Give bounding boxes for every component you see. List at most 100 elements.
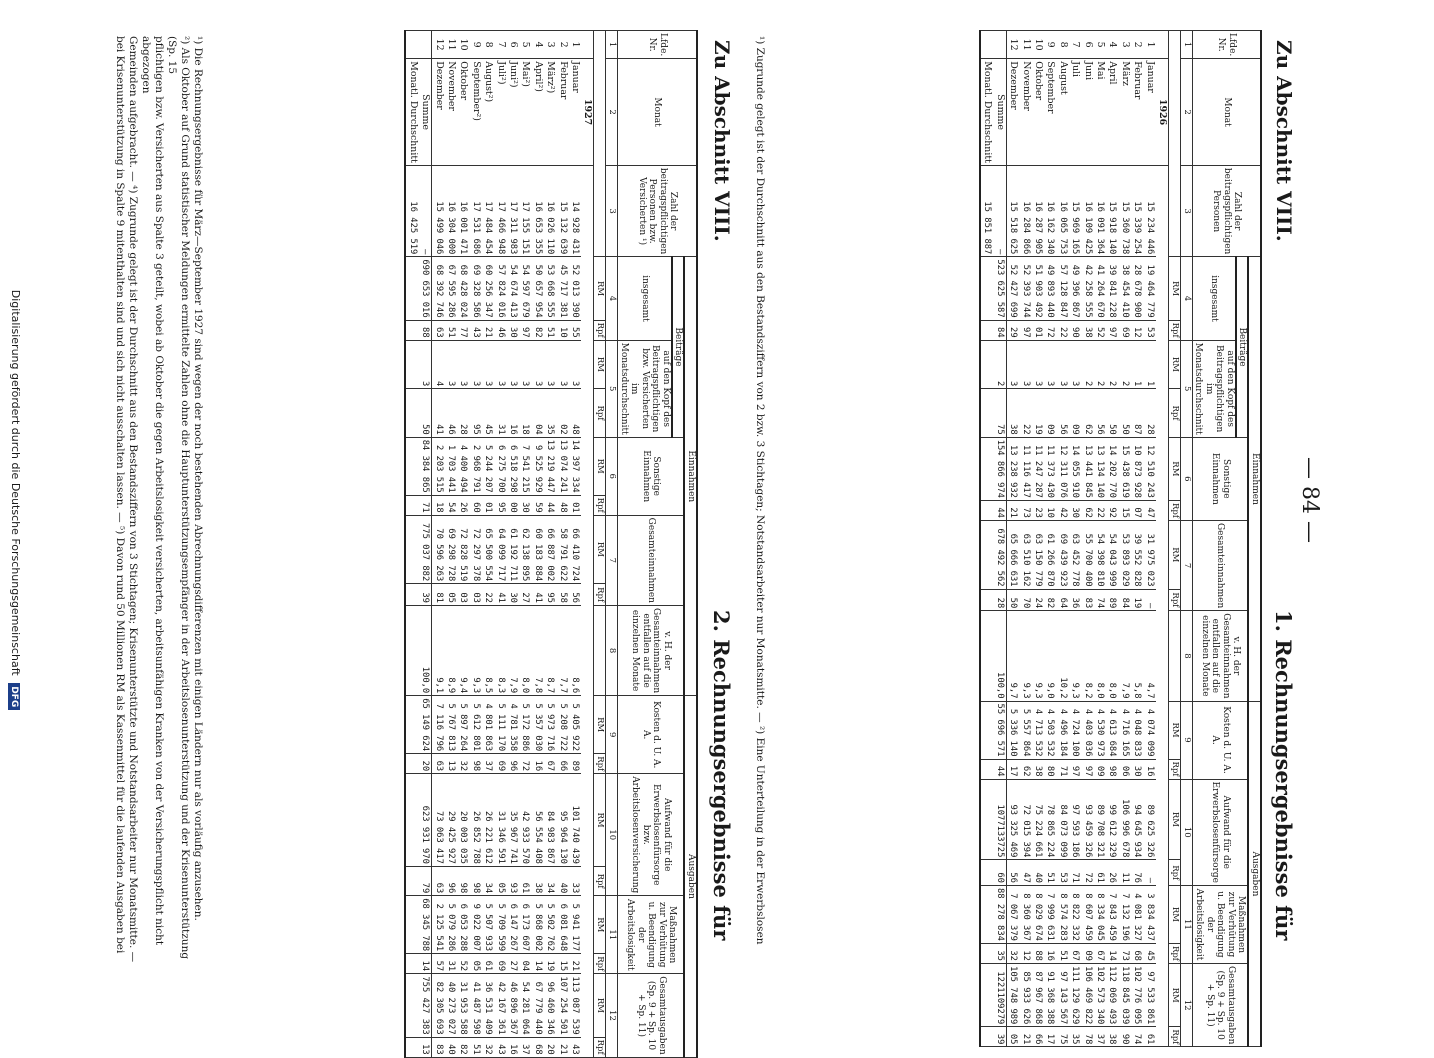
unit-rpf: Rpf [594, 495, 606, 516]
cell-ins-rm: 57 128 847 [1056, 256, 1069, 321]
cell-mass-rm: 4 081 327 [1130, 885, 1144, 944]
cell-kopf-pf: 35 [543, 388, 557, 438]
row-month: August²) [481, 58, 495, 166]
cell-zahl: 16 287 905 [1031, 165, 1044, 257]
cell-kost-rm: 4 781 358 [506, 695, 520, 754]
cell-pct: 8,5 [481, 605, 495, 696]
avg-blank [405, 1037, 419, 1058]
cell-kost-rm: 4 530 973 [1093, 701, 1106, 759]
col-beitraege: Beiträge [1236, 256, 1249, 438]
cell-erw-rm: 93 459 326 [1081, 779, 1094, 860]
cell-erw-rm: 26 221 612 [481, 773, 495, 867]
row-number: 9 [1043, 30, 1057, 59]
unit-rm: RM [594, 437, 606, 496]
cell-kopf-pf: 50 [1105, 388, 1119, 438]
cell-ges-pf: 24 [1031, 589, 1044, 611]
col-massnahmen: Maßnahmen zur Verhütung u. Beendigung de… [618, 895, 685, 974]
cell-sonst-rm: 1 703 441 [444, 437, 458, 496]
cell-ges-rm: 54 398 810 [1093, 520, 1106, 590]
cell-ges-rm: 63 452 778 [1068, 520, 1082, 590]
cell-erw-pf: 47 [1019, 859, 1032, 886]
unit-rpf: Rpf [594, 1037, 606, 1058]
column-number: 7 [1180, 520, 1193, 611]
cell-kopf-pf: 02 [556, 388, 569, 438]
cell-sonst-rm: 15 438 619 [1118, 437, 1131, 501]
cell-sonst-pf: 07 [1130, 500, 1144, 521]
sum-zahl: — [418, 165, 432, 257]
avg-blank [979, 610, 994, 702]
unit-rm: RM [1168, 256, 1181, 321]
cell-erw-pf: 93 [506, 866, 520, 896]
cell-ins-rm: 41 264 670 [1093, 256, 1106, 321]
cell-kopf-rm: 3 [1043, 340, 1057, 389]
sum-pct: 100,0 [993, 610, 1007, 702]
cell-ins-rm: 57 824 016 [494, 256, 507, 321]
cell-ges-rm: 63 510 162 [1019, 520, 1032, 590]
row-month: Juli [1068, 58, 1082, 166]
row-month: März²) [543, 58, 557, 166]
unit-rpf: Rpf [594, 866, 606, 896]
cell-mass-pf: 04 [519, 953, 532, 974]
cell-ges-a-rm: 107 254 501 [556, 973, 569, 1038]
cell-sonst-pf: 00 [506, 495, 520, 516]
cell-kost-pf: 63 [431, 753, 445, 774]
cell-ins-pf: 72 [1043, 320, 1057, 341]
cell-ges-rm: 58 791 622 [556, 515, 569, 584]
col-sonstige: Sonstige Einnahmen [1192, 437, 1249, 521]
cell-zahl: 14 928 431 [568, 165, 582, 257]
cell-sonst-rm: 5 244 207 [481, 437, 495, 496]
footnote-line: ¹) Die Rechnungsergebnisse für März—Sept… [192, 36, 204, 921]
cell-erw-rm: 75 224 661 [1031, 779, 1044, 860]
cell-kost-pf: 17 [1006, 759, 1020, 779]
column-number: 3 [1180, 165, 1193, 257]
cell-mass-pf: 09 [1081, 943, 1094, 964]
cell-pct: 9,0 [1043, 610, 1057, 702]
year-blank [1155, 165, 1169, 1047]
cell-sonst-rm: 2 203 515 [431, 437, 445, 496]
cell-ges-pf: 05 [444, 583, 458, 606]
cell-ges-a-pf: 17 [1043, 1026, 1057, 1047]
unit-blank [594, 605, 606, 696]
avg-blank [405, 340, 419, 389]
cell-erw-rm: 35 967 741 [506, 773, 520, 867]
unit-rpf: Rpf [594, 583, 606, 606]
unit-blank [1168, 30, 1181, 257]
cell-sonst-rm: 7 541 215 [519, 437, 532, 496]
cell-zahl: 15 360 738 [1118, 165, 1131, 257]
column-number: 9 [1180, 701, 1193, 779]
row-number: 1 [568, 30, 582, 59]
cell-kopf-pf: 09 [1043, 388, 1057, 438]
cell-ges-pf: 03 [457, 583, 470, 606]
sum-ges-pf: 28 [993, 589, 1007, 611]
cell-kost-pf: 98 [1105, 759, 1119, 779]
cell-mass-pf: 52 [457, 953, 470, 974]
row-month: November [444, 58, 458, 166]
avg-blank [979, 1026, 994, 1047]
row-month: April [1105, 58, 1119, 166]
cell-kost-pf: 97 [1068, 759, 1082, 779]
cell-ins-pf: 01 [1031, 320, 1044, 341]
cell-zahl: 16 109 425 [1081, 165, 1094, 257]
cell-mass-rm: 7 843 459 [1105, 885, 1119, 944]
cell-sonst-pf: 73 [1019, 500, 1032, 521]
cell-ges-a-pf: 74 [1130, 1026, 1144, 1047]
cell-ins-pf: 29 [1006, 320, 1020, 341]
cell-ins-pf: 90 [1068, 320, 1082, 341]
cell-ges-pf: 19 [1130, 589, 1144, 611]
cell-erw-rm: 89 708 321 [1093, 779, 1106, 860]
cell-sonst-rm: 4 400 494 [457, 437, 470, 496]
column-number: 4 [606, 256, 618, 341]
cell-kost-rm: 4 801 863 [481, 695, 495, 754]
sum-ges-a-pf: 39 [993, 1026, 1007, 1047]
cell-kopf-pf: 95 [469, 388, 482, 438]
cell-kost-pf: 32 [457, 753, 470, 774]
cell-erw-rm: 29 425 927 [444, 773, 458, 867]
cell-pct: 8,9 [444, 605, 458, 696]
